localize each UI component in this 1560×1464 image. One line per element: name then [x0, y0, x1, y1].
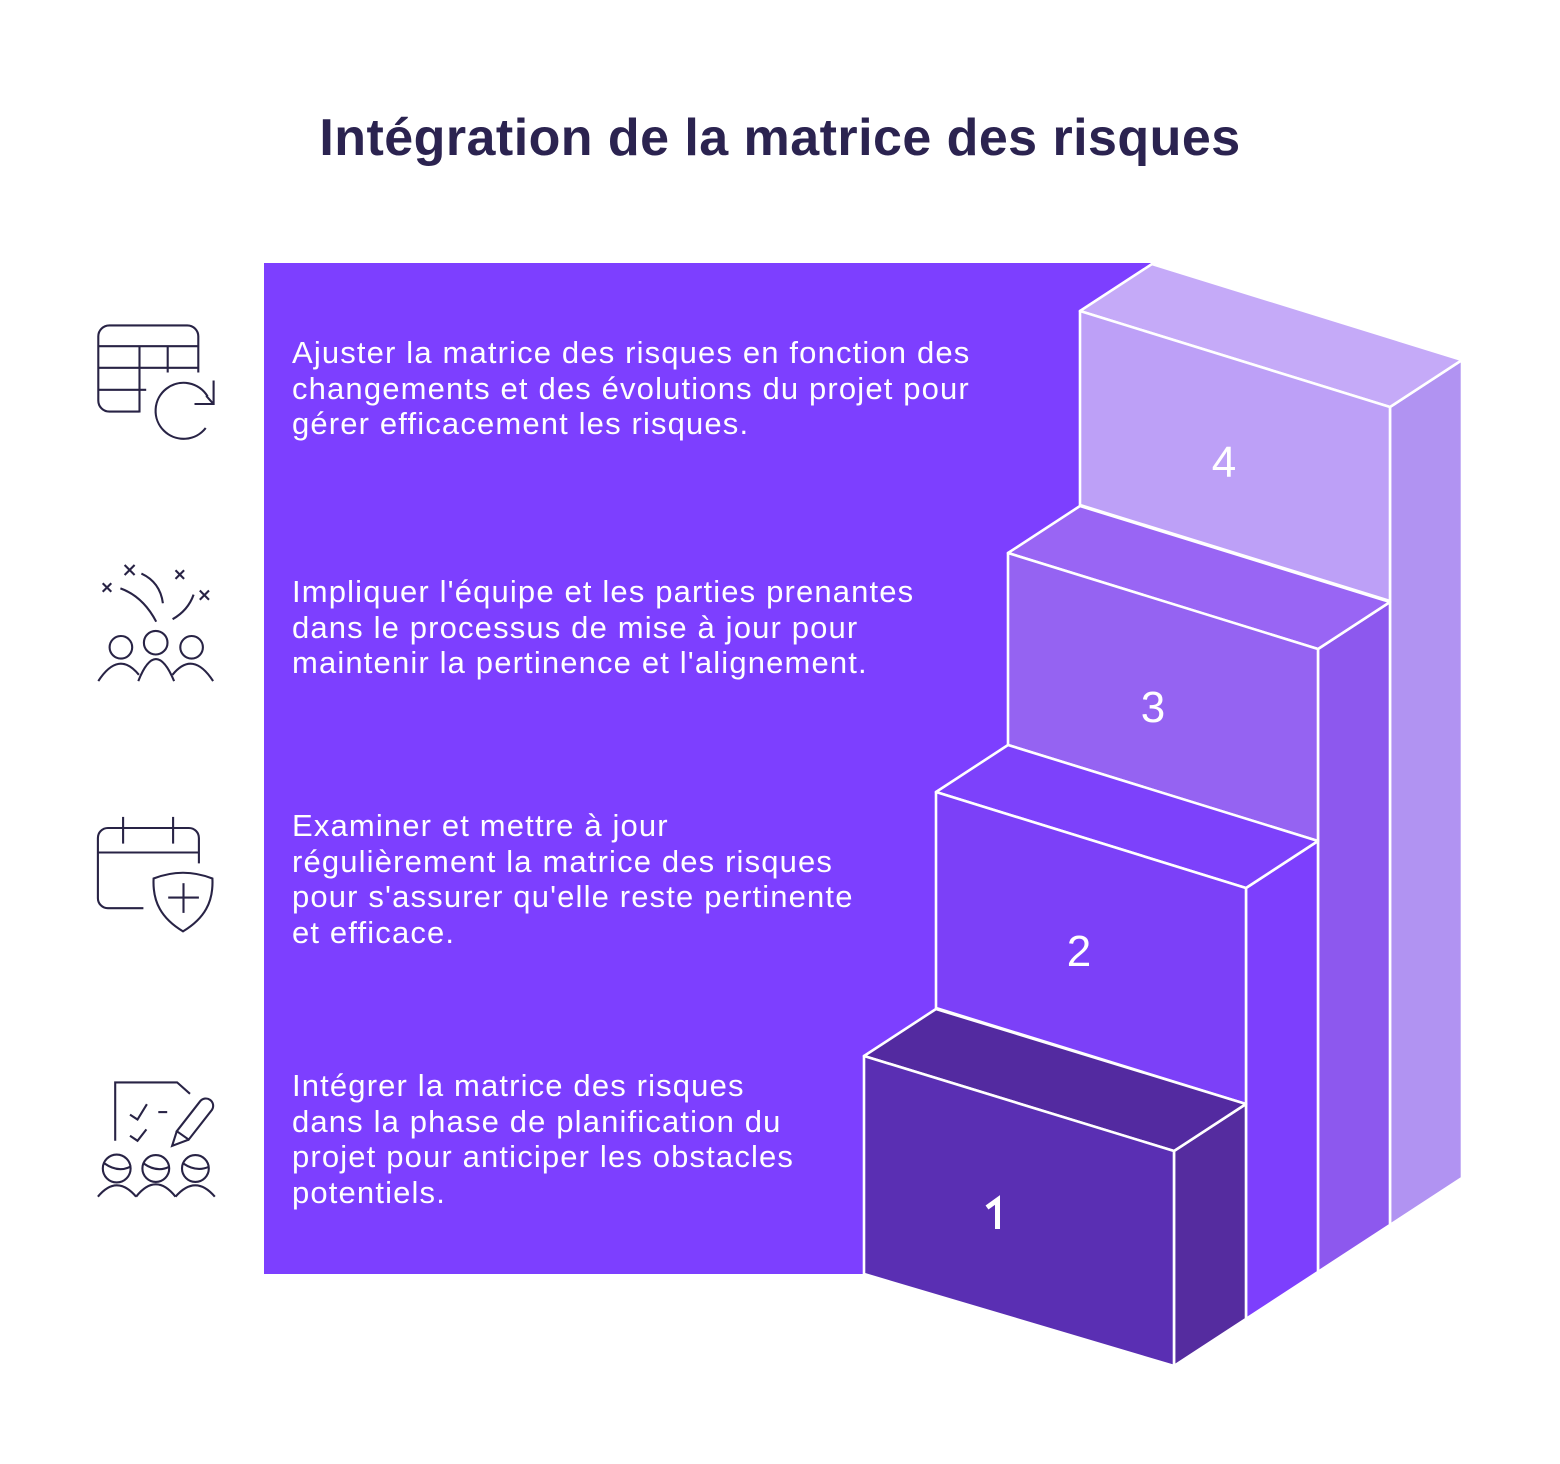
- svg-text:2: 2: [1067, 927, 1091, 976]
- svg-text:3: 3: [1141, 683, 1165, 732]
- svg-text:4: 4: [1212, 438, 1236, 487]
